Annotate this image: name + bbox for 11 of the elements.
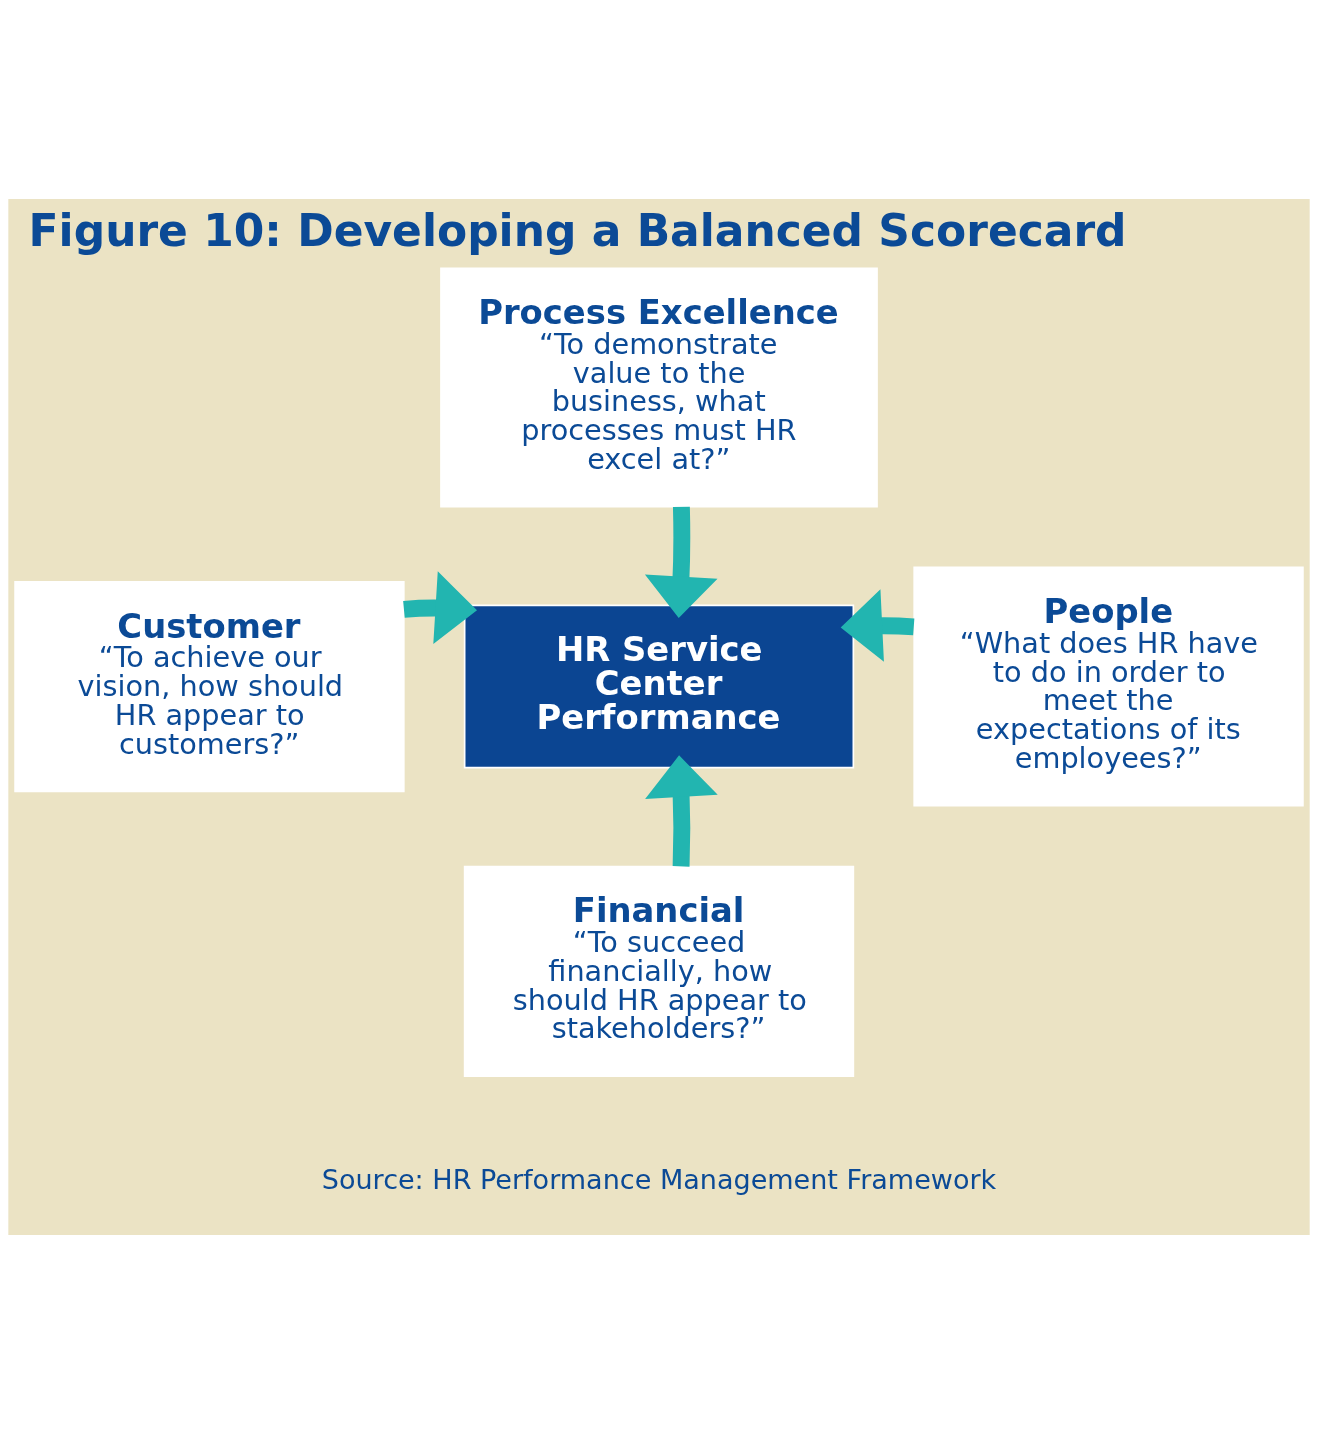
node-box: Customer “To achieve our vision, how should HR appear to customers?” [14,580,405,793]
node-box: Process Excellence “To demonstrate value to the business, what processes must HR excel at?” [440,267,878,508]
arrow [644,506,718,619]
arrow [840,589,915,662]
node-box: HR Service Center Performance [463,604,855,769]
arrow [403,571,477,644]
node-box: People “What does HR have to do in order to meet the expectations of its employees?” [913,566,1304,807]
arrow [645,755,718,867]
caption: Source: HR Performance Management Framework [321,1164,997,1196]
diagram-title: Figure 10: Developing a Balanced Scorecard [28,204,1127,256]
node-box: Financial “To succeed financially, how should HR appear to stakeholders?” [463,865,855,1077]
